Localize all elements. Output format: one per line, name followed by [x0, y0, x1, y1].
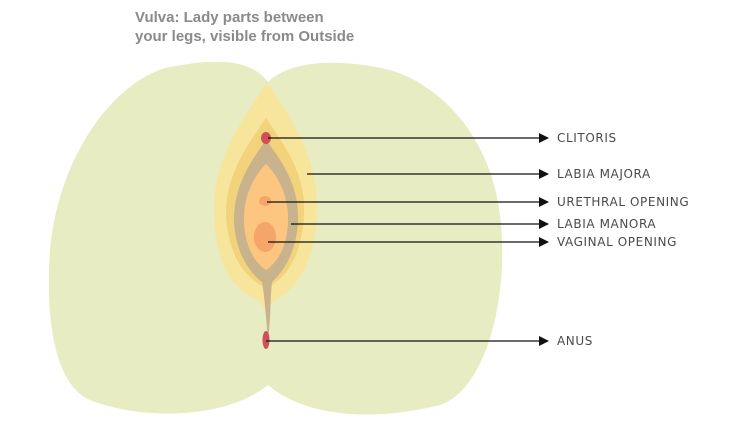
- clitoris-label: CLITORIS: [557, 131, 617, 145]
- urethral-opening-shape: [259, 196, 271, 206]
- title-line-1: Vulva: Lady parts between: [135, 9, 324, 26]
- labia-manora-label: LABIA MANORA: [557, 217, 656, 231]
- labia-majora-label: LABIA MAJORA: [557, 167, 651, 181]
- clitoris-shape: [261, 132, 271, 144]
- vaginal-opening-label: VAGINAL OPENING: [557, 235, 677, 249]
- anus-shape: [262, 331, 270, 349]
- title-line-2: your legs, visible from Outside: [135, 28, 355, 45]
- vestibule-shape: [243, 164, 289, 270]
- vaginal-opening-shape: [254, 222, 276, 252]
- anus-label: ANUS: [557, 334, 593, 348]
- diagram-title: Vulva: Lady parts between your legs, vis…: [135, 8, 435, 46]
- urethral-opening-label: URETHRAL OPENING: [557, 195, 689, 209]
